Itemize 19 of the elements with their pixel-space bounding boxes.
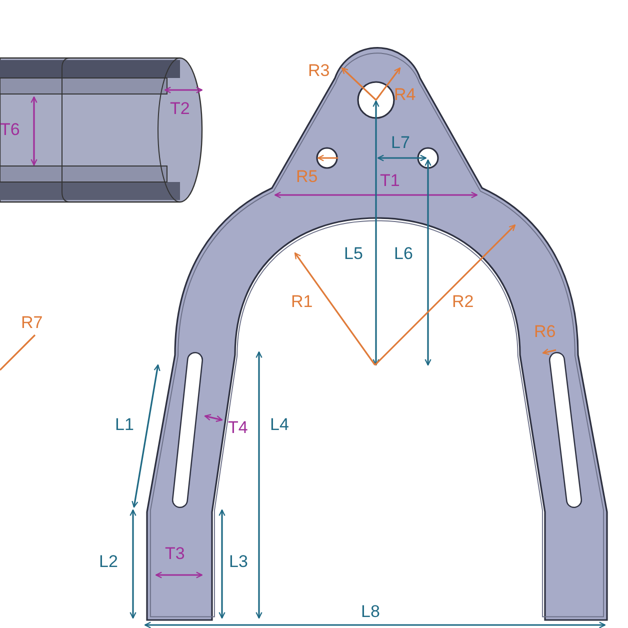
dimension-label: L3 — [229, 553, 248, 571]
dimension-label: L1 — [115, 416, 134, 434]
dimension-label: L5 — [344, 245, 363, 263]
dimension-label: L2 — [99, 553, 118, 571]
dimension-label: T4 — [228, 419, 248, 437]
dimension-label: R5 — [296, 168, 318, 186]
dimension-label: R7 — [21, 314, 43, 332]
dimension-label: R4 — [394, 86, 416, 104]
dimension-label: T3 — [165, 545, 185, 563]
dimension-label: L8 — [361, 603, 380, 621]
dimension-label: R3 — [308, 62, 330, 80]
dimension-label: R1 — [291, 293, 313, 311]
dimension-label: R2 — [452, 293, 474, 311]
dimension-label: L7 — [391, 134, 410, 152]
dimension-label: T1 — [380, 172, 400, 190]
dimension-label: T2 — [170, 100, 190, 118]
dimension-label: L6 — [394, 245, 413, 263]
dimension-label: L4 — [270, 416, 289, 434]
dimension-label: R6 — [534, 323, 556, 341]
